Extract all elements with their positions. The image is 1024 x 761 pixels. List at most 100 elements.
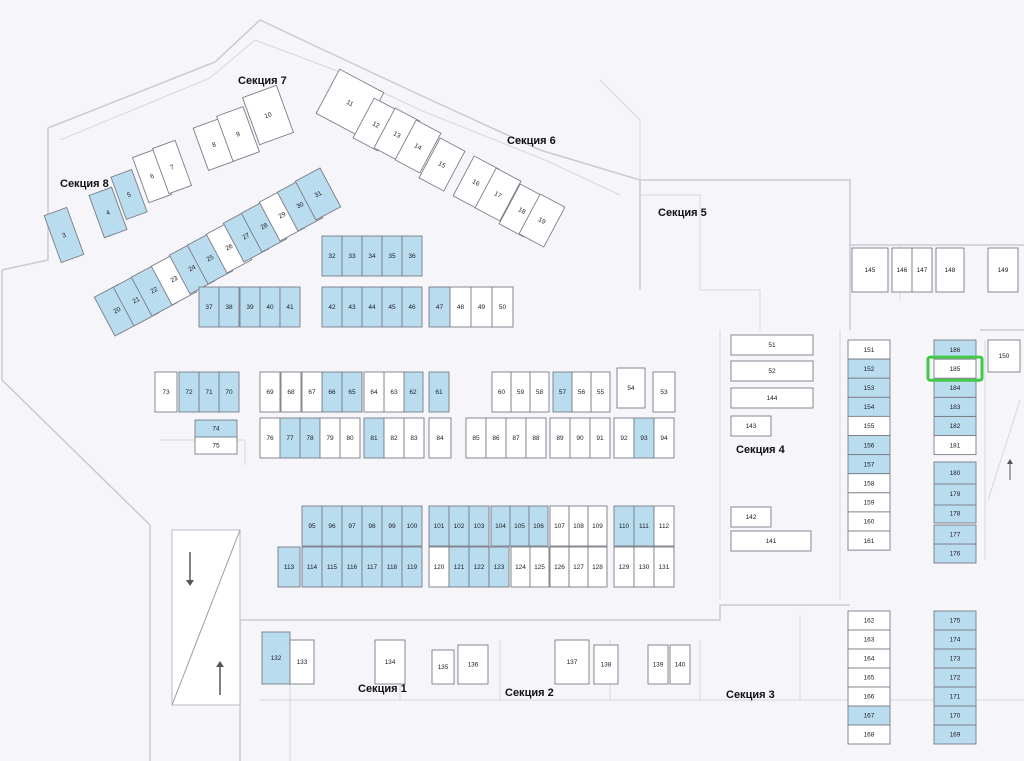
spot-cell[interactable] <box>847 530 891 551</box>
spot-cell[interactable] <box>851 247 889 293</box>
parking-spot-135[interactable]: 135 <box>431 649 455 685</box>
parking-spot-89[interactable]: 89 <box>549 417 571 459</box>
parking-spot-102[interactable]: 102 <box>448 505 470 547</box>
parking-spot-64[interactable]: 64 <box>363 371 385 413</box>
spot-cell[interactable] <box>587 505 608 547</box>
parking-spot-34[interactable]: 34 <box>361 235 383 277</box>
parking-spot-151[interactable]: 151 <box>847 339 891 360</box>
spot-cell[interactable] <box>261 631 291 685</box>
parking-spot-176[interactable]: 176 <box>933 543 977 564</box>
spot-cell[interactable] <box>653 505 675 547</box>
parking-spot-98[interactable]: 98 <box>361 505 383 547</box>
parking-spot-50[interactable]: 50 <box>491 286 514 328</box>
parking-spot-46[interactable]: 46 <box>401 286 423 328</box>
parking-spot-45[interactable]: 45 <box>381 286 403 328</box>
spot-cell[interactable] <box>528 505 549 547</box>
spot-cell[interactable] <box>653 546 675 588</box>
spot-cell[interactable] <box>518 193 566 248</box>
parking-spot-88[interactable]: 88 <box>525 417 547 459</box>
spot-cell[interactable] <box>616 367 646 409</box>
parking-spot-77[interactable]: 77 <box>279 417 301 459</box>
parking-spot-164[interactable]: 164 <box>847 648 891 669</box>
parking-spot-33[interactable]: 33 <box>341 235 363 277</box>
parking-spot-69[interactable]: 69 <box>259 371 281 413</box>
parking-spot-35[interactable]: 35 <box>381 235 403 277</box>
parking-spot-177[interactable]: 177 <box>933 524 977 545</box>
parking-spot-83[interactable]: 83 <box>403 417 425 459</box>
parking-spot-136[interactable]: 136 <box>457 644 489 685</box>
parking-spot-43[interactable]: 43 <box>341 286 363 328</box>
spot-cell[interactable] <box>730 530 812 552</box>
parking-spot-67[interactable]: 67 <box>301 371 323 413</box>
spot-cell[interactable] <box>403 417 425 459</box>
spot-cell[interactable] <box>154 371 178 413</box>
parking-spot-93[interactable]: 93 <box>633 417 655 459</box>
parking-spot-155[interactable]: 155 <box>847 415 891 436</box>
parking-spot-104[interactable]: 104 <box>490 505 511 547</box>
spot-cell[interactable] <box>730 360 814 382</box>
parking-spot-172[interactable]: 172 <box>933 667 977 688</box>
parking-spot-92[interactable]: 92 <box>613 417 635 459</box>
spot-cell[interactable] <box>279 286 301 328</box>
parking-spot-183[interactable]: 183 <box>933 396 977 417</box>
spot-cell[interactable] <box>491 371 512 413</box>
parking-spot-171[interactable]: 171 <box>933 686 977 707</box>
parking-spot-74[interactable]: 74 <box>194 419 238 438</box>
parking-spot-174[interactable]: 174 <box>933 629 977 650</box>
parking-spot-163[interactable]: 163 <box>847 629 891 650</box>
parking-spot-117[interactable]: 117 <box>361 546 383 588</box>
parking-spot-167[interactable]: 167 <box>847 705 891 726</box>
parking-spot-97[interactable]: 97 <box>341 505 363 547</box>
spot-cell[interactable] <box>474 167 522 222</box>
spot-cell[interactable] <box>730 415 772 437</box>
parking-spot-63[interactable]: 63 <box>383 371 405 413</box>
parking-spot-76[interactable]: 76 <box>259 417 281 459</box>
parking-spot-4[interactable]: 4 <box>88 186 128 239</box>
parking-spot-94[interactable]: 94 <box>653 417 675 459</box>
parking-spot-62[interactable]: 62 <box>402 371 424 413</box>
parking-spot-180[interactable]: 180 <box>933 461 977 485</box>
parking-spot-9[interactable]: 9 <box>216 106 260 162</box>
spot-cell[interactable] <box>933 524 977 545</box>
parking-spot-145[interactable]: 145 <box>851 247 889 293</box>
parking-spot-108[interactable]: 108 <box>568 505 589 547</box>
parking-spot-157[interactable]: 157 <box>847 454 891 475</box>
parking-spot-125[interactable]: 125 <box>529 546 550 588</box>
parking-spot-182[interactable]: 182 <box>933 415 977 436</box>
parking-spot-80[interactable]: 80 <box>339 417 361 459</box>
parking-spot-178[interactable]: 178 <box>933 503 977 524</box>
parking-spot-168[interactable]: 168 <box>847 724 891 745</box>
parking-spot-169[interactable]: 169 <box>933 724 977 745</box>
spot-cell[interactable] <box>394 119 442 174</box>
spot-cell[interactable] <box>88 186 128 239</box>
parking-spot-15[interactable]: 15 <box>418 137 466 192</box>
spot-cell[interactable] <box>911 247 933 293</box>
parking-spot-162[interactable]: 162 <box>847 610 891 631</box>
spot-cell[interactable] <box>488 546 510 588</box>
parking-spot-120[interactable]: 120 <box>428 546 450 588</box>
parking-spot-156[interactable]: 156 <box>847 435 891 456</box>
spot-cell[interactable] <box>593 644 619 685</box>
parking-spot-72[interactable]: 72 <box>178 371 200 413</box>
spot-cell[interactable] <box>554 639 590 685</box>
parking-spot-139[interactable]: 139 <box>647 644 669 685</box>
parking-spot-103[interactable]: 103 <box>468 505 490 547</box>
spot-cell[interactable] <box>552 371 573 413</box>
parking-spot-14[interactable]: 14 <box>394 119 442 174</box>
spot-cell[interactable] <box>277 546 301 588</box>
parking-spot-179[interactable]: 179 <box>933 482 977 506</box>
parking-spot-148[interactable]: 148 <box>935 247 965 293</box>
parking-spot-61[interactable]: 61 <box>428 371 450 413</box>
parking-spot-152[interactable]: 152 <box>847 358 891 379</box>
parking-spot-78[interactable]: 78 <box>299 417 321 459</box>
spot-cell[interactable] <box>730 387 814 409</box>
parking-spot-131[interactable]: 131 <box>653 546 675 588</box>
parking-spot-142[interactable]: 142 <box>730 506 772 528</box>
spot-cell[interactable] <box>401 235 423 277</box>
parking-spot-38[interactable]: 38 <box>218 286 240 328</box>
parking-spot-32[interactable]: 32 <box>321 235 343 277</box>
parking-spot-39[interactable]: 39 <box>239 286 261 328</box>
spot-cell[interactable] <box>216 106 260 162</box>
parking-spot-143[interactable]: 143 <box>730 415 772 437</box>
parking-spot-91[interactable]: 91 <box>589 417 611 459</box>
